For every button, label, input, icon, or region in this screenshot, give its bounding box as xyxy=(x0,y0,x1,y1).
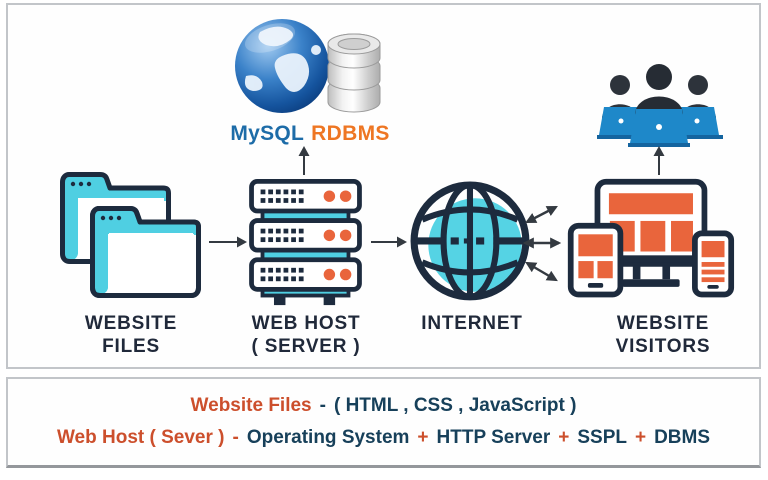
legend-dash: - xyxy=(232,427,239,448)
arrows-internet-visitors-icon xyxy=(522,205,562,282)
label-line: WEBSITE xyxy=(84,313,178,334)
web-host-label: WEB HOST ( SERVER ) xyxy=(238,312,374,358)
visitors-people-icon xyxy=(597,64,723,147)
label-line: WEBSITE xyxy=(616,313,710,334)
label-line: VISITORS xyxy=(615,336,711,357)
legend-plus: + xyxy=(417,427,429,448)
legend-plus: + xyxy=(634,427,647,448)
legend-plus: + xyxy=(558,427,570,448)
label-line: FILES xyxy=(102,336,160,357)
arrow-visitors-up-icon xyxy=(653,146,665,175)
legend-term: Website Files xyxy=(190,395,312,416)
legend-definition: ( HTML , CSS , JavaScript ) xyxy=(333,395,577,416)
rdbms-text: RDBMS xyxy=(311,122,390,145)
legend-line-website-files: Website Files-( HTML , CSS , JavaScript … xyxy=(187,395,581,417)
legend-part: SSPL xyxy=(577,427,627,448)
legend-panel: Website Files-( HTML , CSS , JavaScript … xyxy=(6,377,761,468)
legend-line-web-host: Web Host ( Sever )-Operating System + HTTP… xyxy=(53,427,714,449)
label-line: ( SERVER ) xyxy=(251,336,361,357)
label-line: INTERNET xyxy=(421,313,523,334)
arrow-server-to-mysql-icon xyxy=(298,146,310,175)
arrow-host-to-internet-icon xyxy=(371,236,407,248)
website-files-icon xyxy=(60,172,201,298)
website-visitors-label: WEBSITE VISITORS xyxy=(592,312,734,358)
arrow-files-to-host-icon xyxy=(209,236,247,248)
internet-label: INTERNET xyxy=(404,312,540,335)
legend-part: Operating System xyxy=(246,427,410,448)
diagram-panel: MySQL RDBMS xyxy=(6,3,761,369)
website-files-label: WEBSITE FILES xyxy=(60,312,202,358)
mysql-database-icon xyxy=(235,19,381,113)
legend-term: Web Host ( Sever ) xyxy=(56,427,225,448)
visitor-devices-icon xyxy=(567,178,735,298)
internet-globe-icon xyxy=(410,181,530,301)
web-host-server-icon xyxy=(249,179,362,306)
label-line: WEB HOST xyxy=(251,313,361,334)
legend-part: HTTP Server xyxy=(436,427,551,448)
mysql-text: MySQL xyxy=(230,122,305,145)
legend-dash: - xyxy=(319,395,326,416)
legend-part: DBMS xyxy=(654,427,711,448)
mysql-rdbms-label: MySQL RDBMS xyxy=(230,122,390,146)
